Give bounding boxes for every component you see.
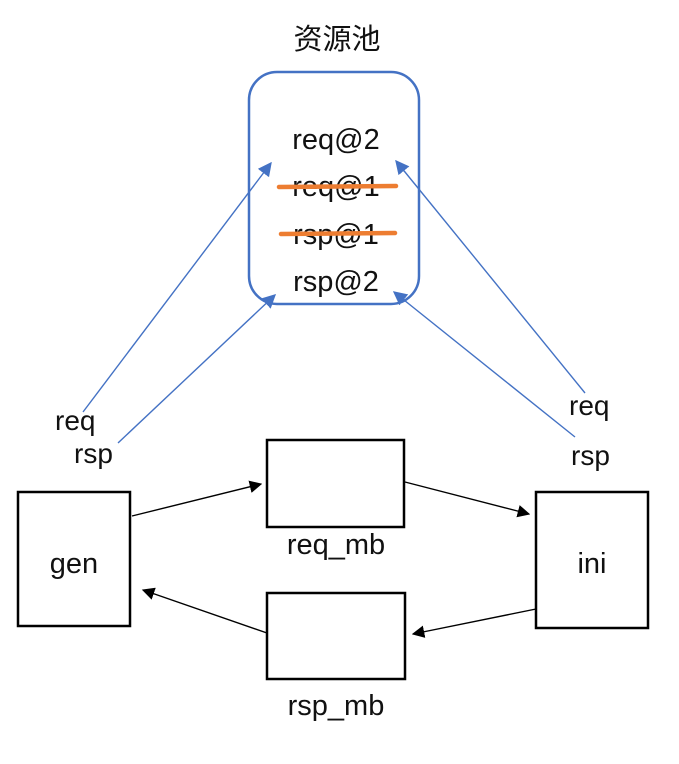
node-rsp-mb-label: rsp_mb [288, 690, 385, 722]
strikethrough-line [276, 183, 399, 190]
node-ini-box [534, 490, 650, 630]
node-req-mb-box [265, 438, 406, 529]
node-ini-label: ini [577, 548, 606, 580]
arrow-left-rsp-to-pool [117, 294, 277, 444]
label-left-rsp: rsp [74, 438, 113, 469]
pool-title: 资源池 [293, 23, 380, 56]
strikethrough-line [278, 230, 398, 237]
arrow-rsp-mb-to-gen [141, 587, 268, 634]
node-gen-label: gen [50, 548, 98, 580]
arrow-ini-to-rsp-mb [411, 608, 537, 638]
node-gen-box [16, 490, 132, 628]
arrow-right-req-to-pool [395, 159, 586, 394]
label-right-rsp: rsp [571, 440, 610, 471]
arrow-left-req-to-pool [82, 161, 272, 413]
pool-item-rsp2: rsp@2 [293, 266, 379, 298]
arrow-gen-to-req-mb [131, 480, 263, 517]
pool-item-req2: req@2 [292, 124, 379, 156]
node-rsp-mb-box [265, 591, 407, 681]
arrow-right-rsp-to-pool [392, 291, 576, 438]
arrow-req-mb-to-ini [404, 481, 531, 518]
node-req-mb-label: req_mb [287, 529, 385, 561]
label-left-req: req [55, 405, 95, 436]
label-right-req: req [569, 390, 609, 421]
